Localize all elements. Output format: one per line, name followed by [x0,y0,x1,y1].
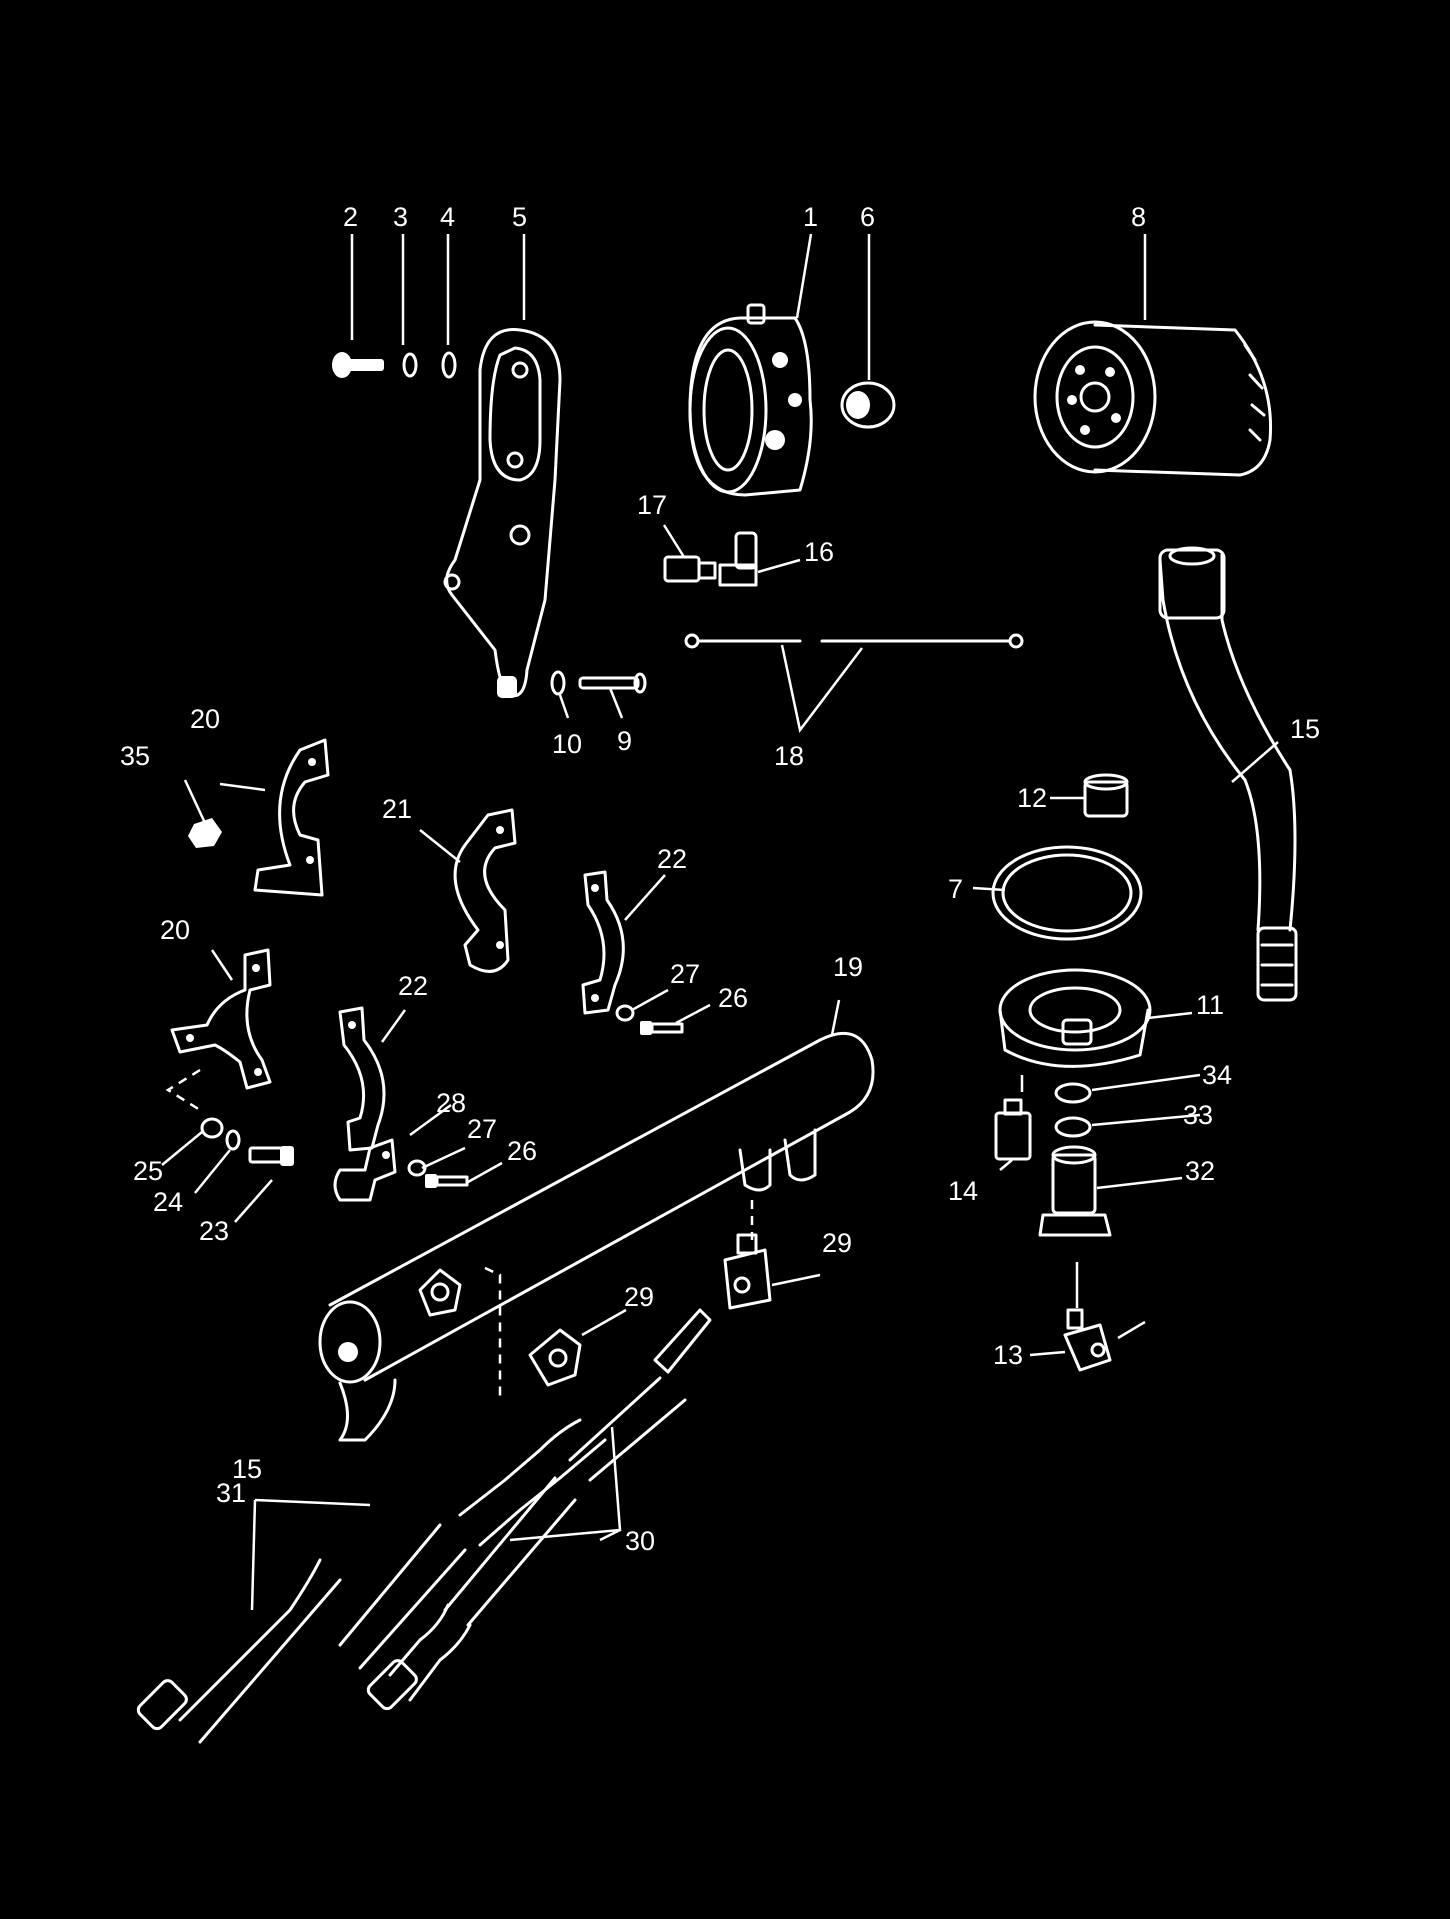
callout-8: 8 [1131,202,1146,232]
part-22-clamp-lower [338,1006,386,1152]
callout-29-left: 29 [624,1282,654,1312]
callout-13: 13 [993,1340,1023,1370]
callout-34: 34 [1202,1060,1232,1090]
part-29-fitting-left [528,1328,582,1387]
part-26-screw-lower [425,1174,469,1188]
part-23-bolt [248,1146,294,1166]
callout-26-lower: 26 [507,1136,537,1166]
callout-30: 30 [625,1526,655,1556]
callout-20-lower: 20 [160,915,190,945]
callout-11: 11 [1196,990,1224,1020]
part-16-elbow [718,531,758,587]
part-25-washer [200,1117,224,1139]
part-27-washer-lower [407,1159,427,1177]
clamp-dash-line [165,1068,201,1112]
part-15-hose-right [1158,546,1298,1002]
callout-25: 25 [133,1156,163,1186]
callout-4: 4 [440,202,455,232]
part-22-clamp-upper [581,870,625,1015]
part-3-washer [402,352,418,378]
callout-22-upper: 22 [657,844,687,874]
part-9-bolt [578,672,647,694]
part-20-clamp-upper [253,738,330,897]
callout-21: 21 [382,794,412,824]
part-17-sender [663,555,717,583]
part-20-clamp-lower [170,948,272,1090]
callout-14: 14 [948,1176,978,1206]
callout-27-lower: 27 [467,1114,497,1144]
part-5-bracket [443,328,562,698]
callout-3: 3 [393,202,408,232]
part-6-plug [840,381,896,429]
cooler-dash-line [484,1266,502,1400]
callout-7: 7 [948,874,963,904]
part-21-clamp [453,808,517,973]
callout-19: 19 [833,952,863,982]
callout-31: 31 [216,1478,246,1508]
part-1-adapter [688,303,813,497]
part-34-ring [1054,1082,1092,1104]
callout-16: 16 [804,537,834,567]
callout-18: 18 [774,741,804,771]
part-28-clip [333,1138,397,1202]
callout-10: 10 [552,729,582,759]
callout-2: 2 [343,202,358,232]
part-19-oil-cooler [318,1031,875,1442]
callout-1: 1 [803,202,818,232]
callout-35: 35 [120,741,150,771]
part-35-nut [188,818,222,848]
callout-26-upper: 26 [718,983,748,1013]
part-30-hose [366,1308,712,1711]
part-14-fitting [994,1098,1032,1161]
callout-22-lower: 22 [398,971,428,1001]
callout-12: 12 [1017,783,1047,813]
part-27-washer-upper [615,1004,635,1022]
part-8-oil-filter [1033,320,1273,477]
part-2-bolt [332,352,384,378]
callout-29-right: 29 [822,1228,852,1258]
part-4-ring [441,351,457,379]
part-12-fitting [1083,773,1129,818]
part-29-fitting-right [723,1233,772,1310]
callout-15-right: 15 [1290,714,1320,744]
part-33-ring [1054,1116,1092,1138]
callout-32: 32 [1185,1156,1215,1186]
callout-6: 6 [860,202,875,232]
part-11-adapter-plate [998,968,1152,1068]
leader-lines [161,233,1279,1611]
part-10-washer [550,670,566,696]
part-26-screw-upper [640,1021,684,1035]
callout-33: 33 [1183,1100,1213,1130]
part-13-fitting [1063,1308,1112,1372]
part-32-nipple [1038,1145,1112,1237]
part-18-wire [684,633,1024,649]
callout-9: 9 [617,726,632,756]
part-31-hose [136,1418,607,1744]
callout-labels: 2 3 4 5 1 6 8 17 16 10 9 18 15 12 7 11 3… [120,202,1320,1556]
callout-27-upper: 27 [670,959,700,989]
part-24-lockwasher [225,1129,241,1151]
callout-15-left: 15 [232,1454,262,1484]
callout-28: 28 [436,1088,466,1118]
gasket-inner-edge [1001,853,1133,933]
callout-23: 23 [199,1216,229,1246]
part-7-gasket [991,845,1143,941]
callout-24: 24 [153,1187,183,1217]
callout-20-upper: 20 [190,704,220,734]
callout-5: 5 [512,202,527,232]
callout-17: 17 [637,490,667,520]
